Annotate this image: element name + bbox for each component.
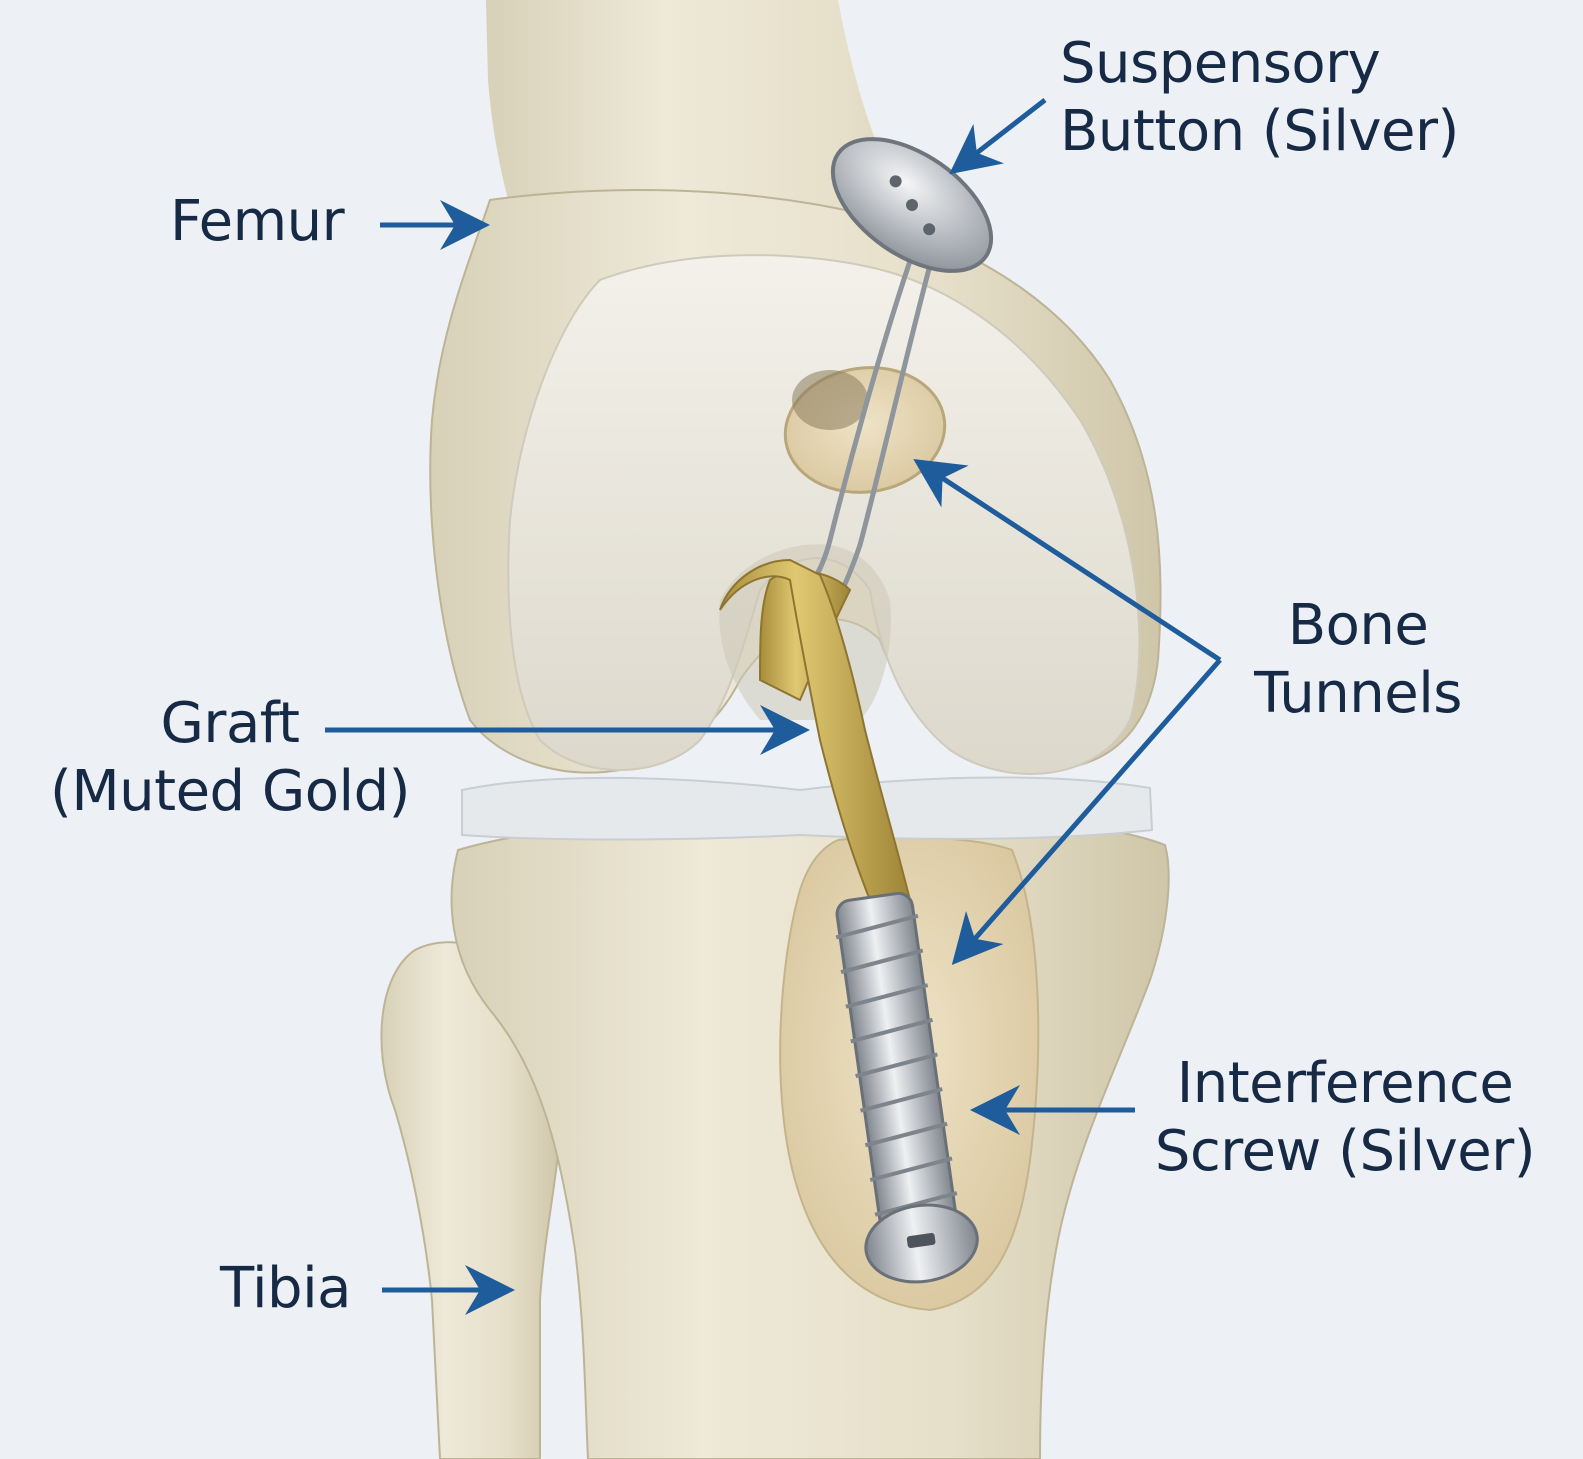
arrow-suspensory-button (965, 100, 1045, 162)
label-bone-tunnels-line2: Tunnels (1238, 660, 1478, 728)
label-graft-line1: Graft (20, 690, 440, 758)
label-bone-tunnels: Bone Tunnels (1238, 592, 1478, 728)
label-interference-screw: Interference Screw (Silver) (1135, 1050, 1555, 1186)
label-interference-screw-line1: Interference (1135, 1050, 1555, 1118)
label-femur-text: Femur (170, 188, 344, 256)
label-suspensory-button-line1: Suspensory (1060, 30, 1459, 98)
label-interference-screw-line2: Screw (Silver) (1135, 1118, 1555, 1186)
label-graft: Graft (Muted Gold) (20, 690, 440, 826)
label-femur: Femur (170, 188, 344, 256)
femoral-tunnel-shadow (792, 370, 868, 430)
label-graft-line2: (Muted Gold) (20, 758, 440, 826)
label-suspensory-button: Suspensory Button (Silver) (1060, 30, 1459, 166)
label-tibia: Tibia (220, 1255, 351, 1323)
label-suspensory-button-line2: Button (Silver) (1060, 98, 1459, 166)
label-tibia-text: Tibia (220, 1255, 351, 1323)
meniscus (462, 777, 1152, 839)
label-bone-tunnels-line1: Bone (1238, 592, 1478, 660)
